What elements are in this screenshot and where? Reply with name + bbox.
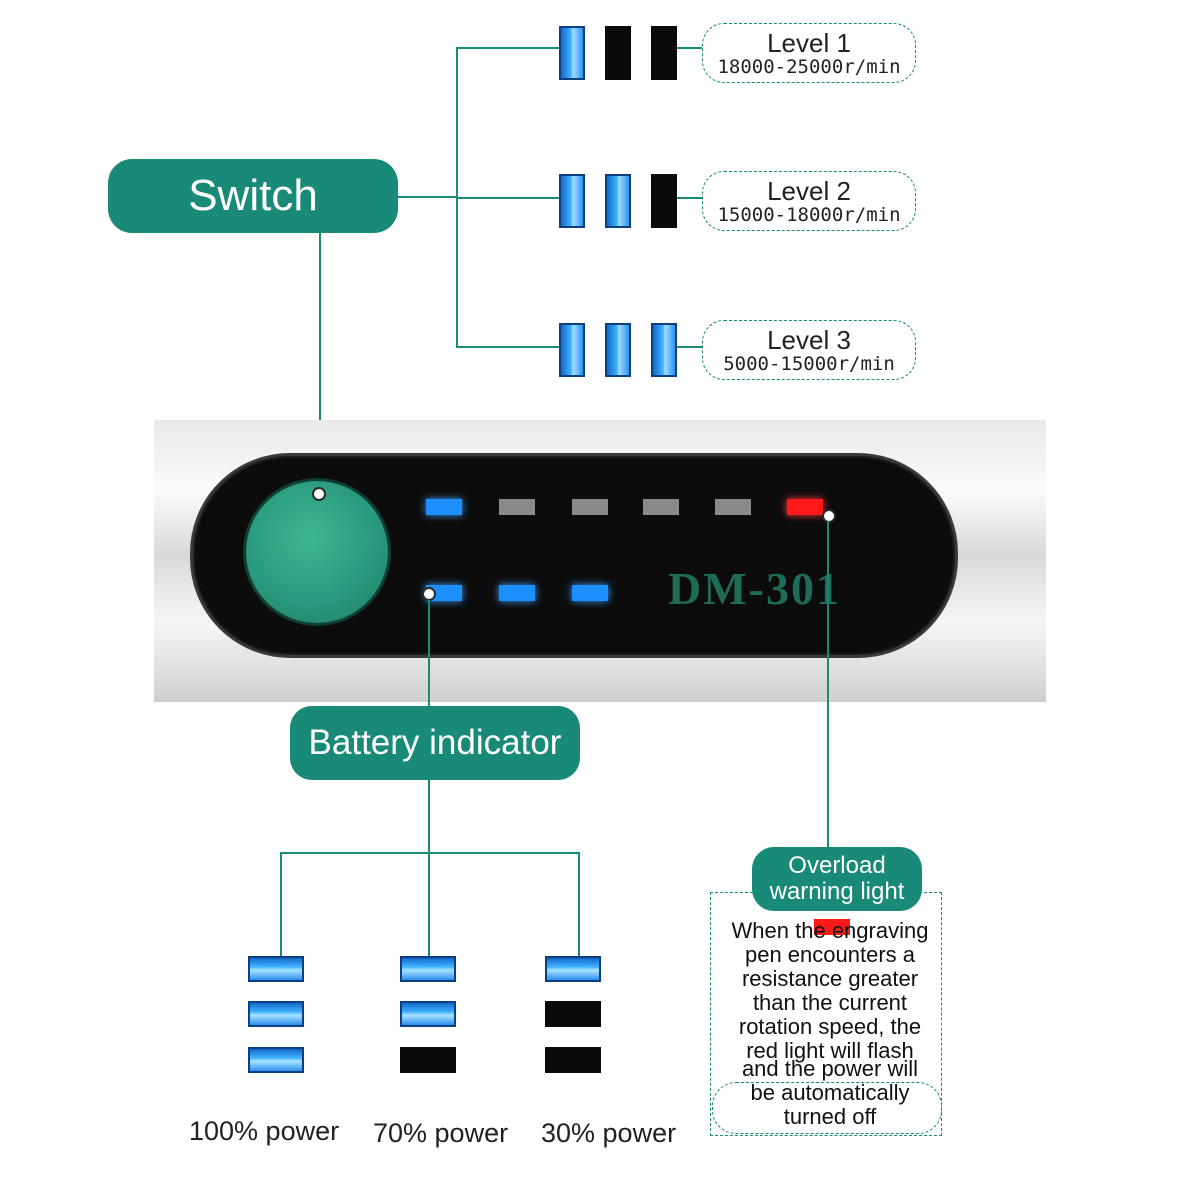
power-button[interactable] xyxy=(246,481,388,623)
battery30-led-1 xyxy=(545,956,601,982)
overload-line-5: rotation speed, the xyxy=(738,1014,922,1039)
level3-bubble: Level 3 5000-15000r/min xyxy=(702,320,916,380)
switch-pointer-line xyxy=(319,232,321,494)
level2-led-1 xyxy=(559,174,585,228)
level3-connector xyxy=(456,346,559,348)
switch-label-text: Switch xyxy=(188,171,318,220)
switch-trunk-line xyxy=(398,196,458,198)
battery30-led-3 xyxy=(545,1047,601,1073)
battery100-led-2 xyxy=(248,1001,304,1027)
level1-bubble-connector xyxy=(676,47,702,49)
level2-led-2 xyxy=(605,174,631,228)
panel-speed-led-5 xyxy=(715,499,751,515)
battery100-led-3 xyxy=(248,1047,304,1073)
level1-led-1 xyxy=(559,26,585,80)
overload-line-1: When the engraving xyxy=(731,918,929,943)
panel-speed-led-1 xyxy=(426,499,462,515)
switch-pointer-dot xyxy=(312,487,326,501)
overload-title-line1: Overload xyxy=(788,852,886,879)
battery-bracket-left xyxy=(280,852,282,956)
battery100-led-1 xyxy=(248,956,304,982)
level2-title: Level 2 xyxy=(767,175,851,206)
overload-label: Overload warning light xyxy=(752,847,922,911)
level2-connector xyxy=(456,197,559,199)
panel-battery-led-3 xyxy=(572,585,608,601)
switch-label: Switch xyxy=(108,159,398,233)
level1-led-2 xyxy=(605,26,631,80)
battery-trunk-line xyxy=(428,780,430,956)
overload-line-8: be automatically xyxy=(750,1080,910,1105)
battery30-led-2 xyxy=(545,1001,601,1027)
level3-led-3 xyxy=(651,323,677,377)
battery70-led-1 xyxy=(400,956,456,982)
level2-bubble: Level 2 15000-18000r/min xyxy=(702,171,916,231)
level2-speed: 15000-18000r/min xyxy=(717,203,901,226)
panel-speed-led-4 xyxy=(643,499,679,515)
overload-line-7: and the power will xyxy=(741,1056,919,1081)
level3-led-1 xyxy=(559,323,585,377)
level3-title: Level 3 xyxy=(767,324,851,355)
level1-bubble: Level 1 18000-25000r/min xyxy=(702,23,916,83)
overload-line-2: pen encounters a xyxy=(744,942,916,967)
overload-line-9: turned off xyxy=(783,1104,877,1129)
overload-line-6: red light will flash xyxy=(746,1038,914,1063)
battery-bracket-right xyxy=(578,852,580,956)
warning-pointer-dot xyxy=(822,509,836,523)
model-label: DM-301 xyxy=(668,563,841,614)
overload-red-marker xyxy=(814,919,850,935)
overload-footer-outline xyxy=(712,1082,942,1134)
battery-pointer-dot xyxy=(422,587,436,601)
warning-pointer-line xyxy=(827,521,829,849)
panel-speed-led-2 xyxy=(499,499,535,515)
battery70-caption: 70% power xyxy=(373,1118,509,1148)
battery-pointer-line xyxy=(428,600,430,708)
overload-line-3: resistance greater xyxy=(741,966,919,991)
battery-indicator-label: Battery indicator xyxy=(290,706,580,780)
level3-bubble-connector xyxy=(676,346,702,348)
level3-speed: 5000-15000r/min xyxy=(723,352,895,375)
overload-line-4: than the current xyxy=(752,990,908,1015)
battery70-led-2 xyxy=(400,1001,456,1027)
battery-bracket-horizontal xyxy=(280,852,580,854)
level3-led-2 xyxy=(605,323,631,377)
level2-bubble-connector xyxy=(676,197,702,199)
overload-description: When the engraving pen encounters a resi… xyxy=(714,919,946,1129)
panel-battery-led-2 xyxy=(499,585,535,601)
level1-title: Level 1 xyxy=(767,27,851,58)
level2-led-3 xyxy=(651,174,677,228)
battery100-caption: 100% power xyxy=(189,1116,340,1146)
level1-speed: 18000-25000r/min xyxy=(717,55,901,78)
level1-led-3 xyxy=(651,26,677,80)
battery70-led-3 xyxy=(400,1047,456,1073)
level1-connector xyxy=(456,47,559,49)
battery-indicator-text: Battery indicator xyxy=(308,723,562,762)
panel-warning-led xyxy=(787,499,823,515)
overload-title-line2: warning light xyxy=(769,878,905,905)
battery30-caption: 30% power xyxy=(541,1118,677,1148)
panel-speed-led-3 xyxy=(572,499,608,515)
